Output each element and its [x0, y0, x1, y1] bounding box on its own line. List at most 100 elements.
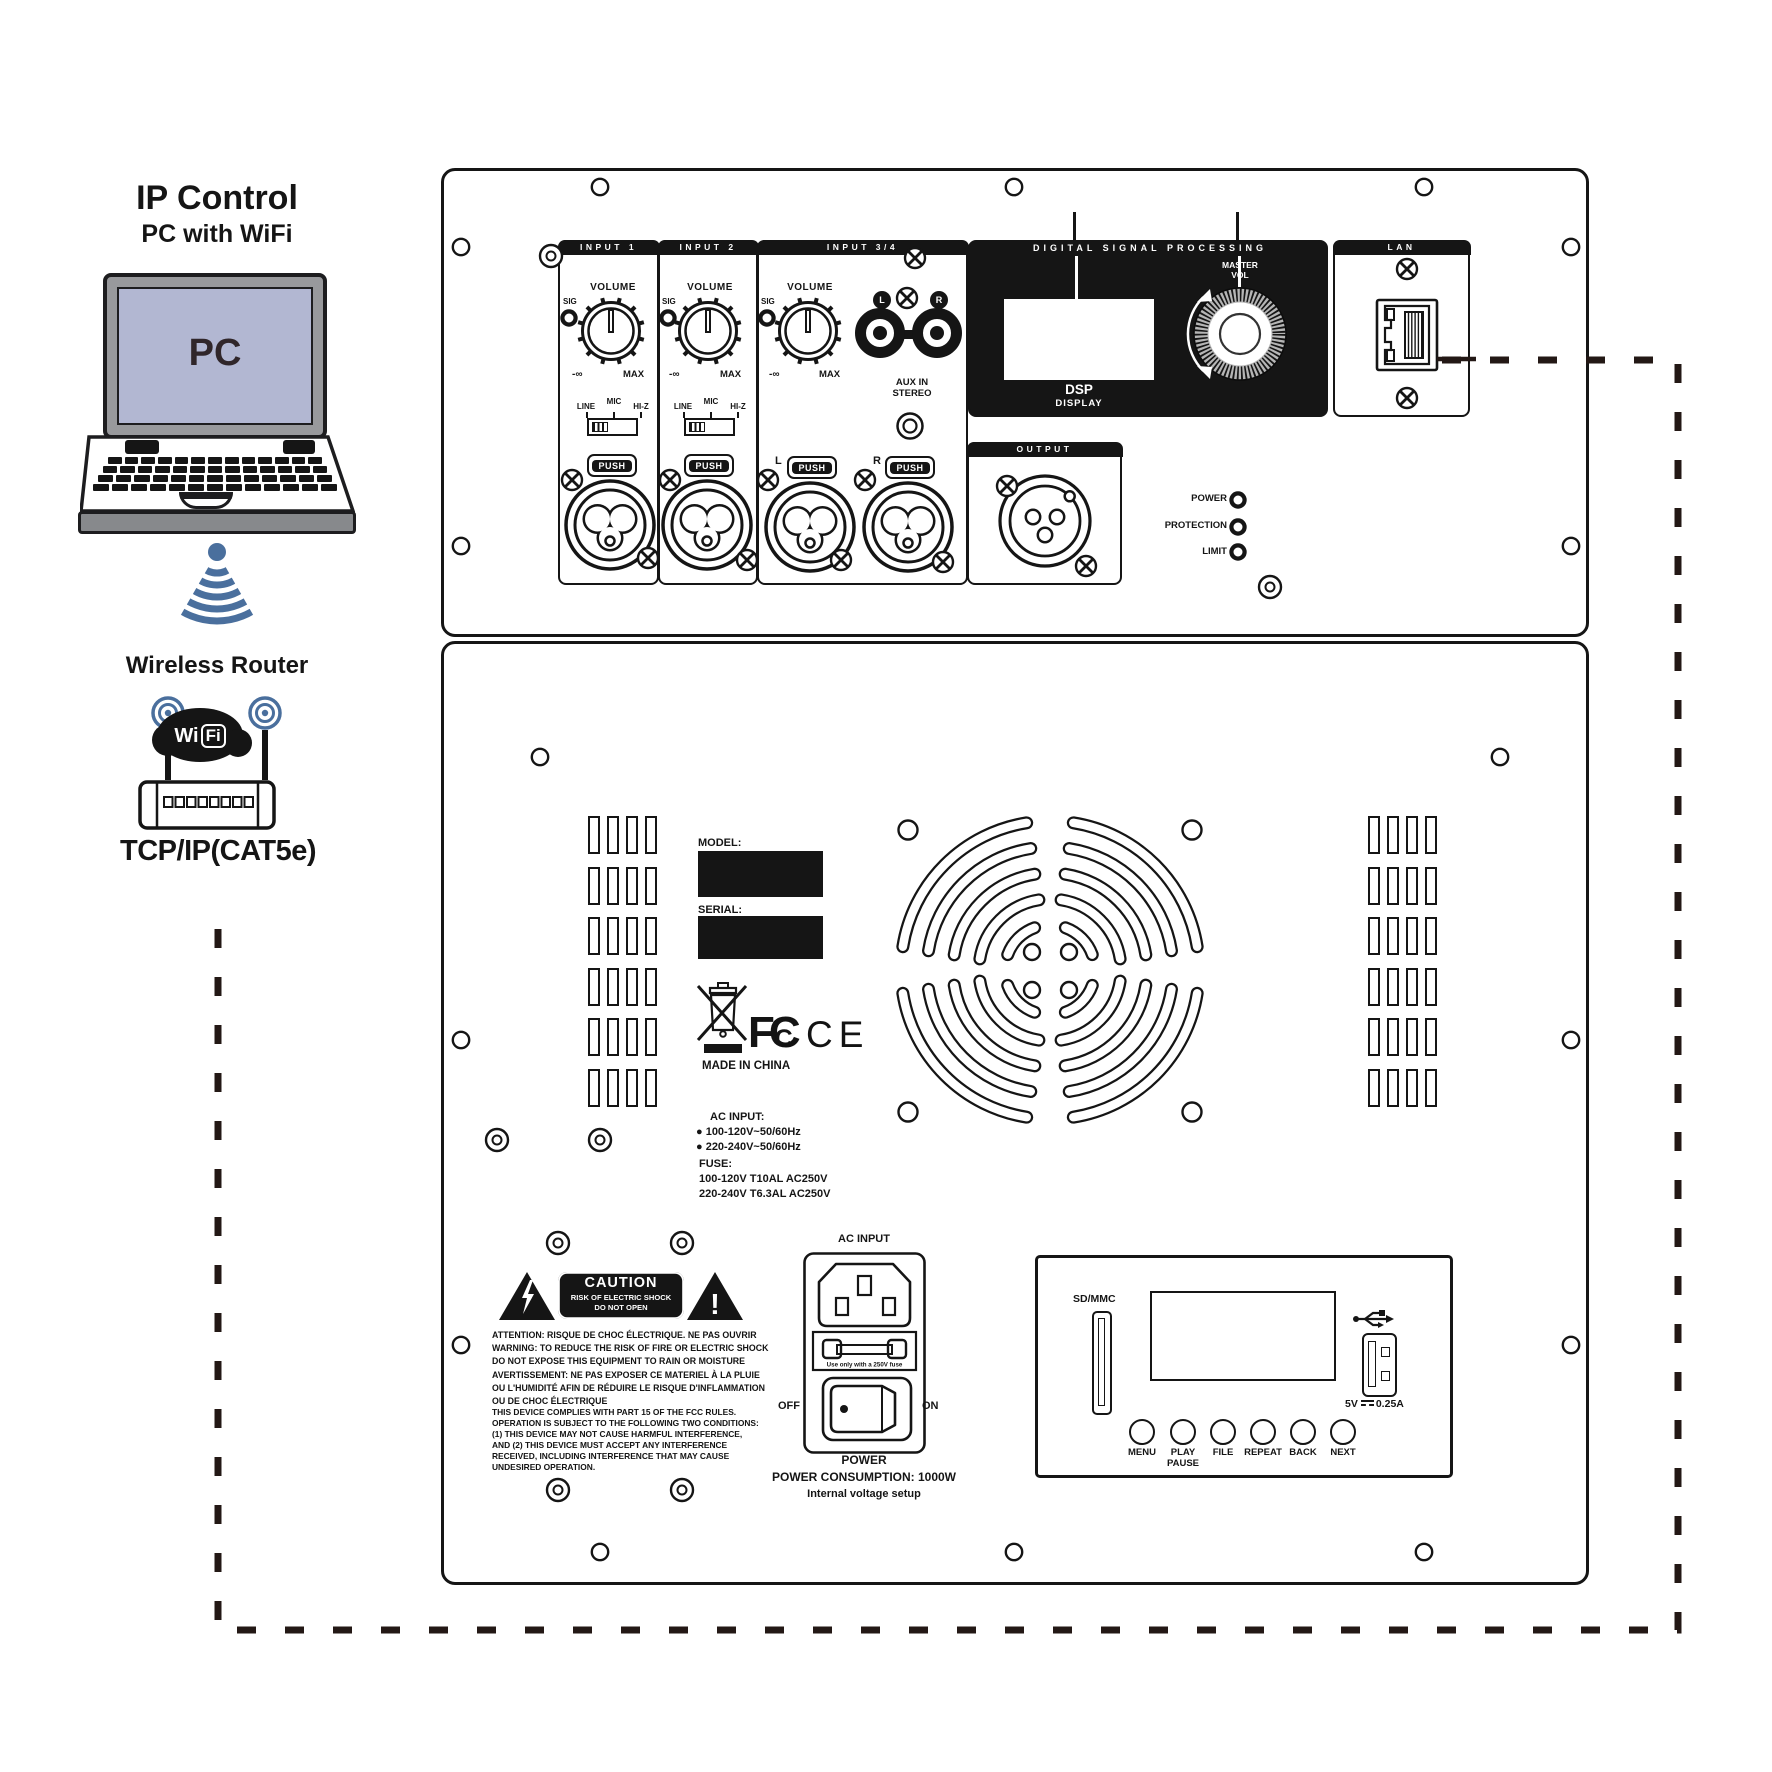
vent-slot [645, 816, 657, 854]
laptop-base [78, 511, 356, 534]
vent-slot [1406, 1068, 1418, 1107]
input1-mic-label: MIC [606, 397, 622, 406]
input1-min-label: -∞ [572, 369, 583, 380]
menu-button-label: MENU [1128, 1447, 1156, 1458]
model-value-box [698, 851, 823, 897]
phillips-screw [995, 474, 1019, 498]
dsp-header: DIGITAL SIGNAL PROCESSING [1032, 243, 1268, 253]
lan-section: LAN [1332, 239, 1471, 417]
vent-slot [1425, 816, 1437, 854]
caution-box: CAUTION RISK OF ELECTRIC SHOCK DO NOT OP… [558, 1272, 684, 1319]
screw [1257, 574, 1283, 600]
file-button [1210, 1419, 1236, 1445]
fcc-c2: C [774, 1025, 793, 1053]
file-button-label: FILE [1212, 1447, 1234, 1458]
exclamation-glyph: ! [710, 1289, 720, 1321]
screw-hole [451, 1030, 471, 1050]
usb-icon [1353, 1310, 1394, 1328]
vent-slots-right [1368, 816, 1438, 1108]
vent-slots-left [588, 816, 658, 1108]
rca-jack [861, 314, 900, 353]
laptop-body [80, 435, 355, 513]
input1-hiz-label: HI-Z [633, 402, 649, 411]
play-button-label: PLAY [1170, 1447, 1196, 1458]
play-pause-button [1170, 1419, 1196, 1445]
rca-connecting-bar [882, 330, 939, 339]
vent-slot [626, 1018, 638, 1056]
vent-slot [1368, 1018, 1380, 1056]
power-off-label: OFF [778, 1400, 800, 1412]
master-vol-label1: MASTER [1222, 260, 1258, 270]
caution-text-line: ATTENTION: RISQUE DE CHOC ÉLECTRIQUE. NE… [492, 1330, 757, 1340]
screw-hole [1414, 1542, 1434, 1562]
aux-in-label: AUX IN [895, 377, 929, 388]
exclamation-triangle-icon: ! [687, 1272, 743, 1321]
usb-amp: 0.25A [1375, 1398, 1404, 1410]
sig-led [562, 311, 575, 324]
rca-left-label: L [879, 295, 885, 305]
input2-mic-label: MIC [703, 397, 719, 406]
ip-control-title: IP Control [136, 179, 298, 217]
vent-slot [1425, 866, 1437, 905]
sig-led [760, 311, 773, 324]
vent-slot [1406, 967, 1418, 1006]
input1-max-label: MAX [623, 369, 645, 380]
fcc-mark: F C C [748, 1008, 801, 1058]
ac-input-title: AC INPUT: [710, 1111, 765, 1123]
phillips-screw [1395, 257, 1419, 281]
rca-jack [918, 314, 957, 353]
input2-header: INPUT 2 [657, 239, 759, 255]
caution-text-line: OU DE CHOC ÉLECTRIQUE [492, 1395, 608, 1406]
vent-slot [607, 917, 619, 955]
vent-slot [1406, 1018, 1418, 1056]
switch-tick [585, 412, 588, 418]
screw-hole [1004, 177, 1024, 197]
vent-slot [1387, 917, 1399, 955]
wireless-router-label: Wireless Router [125, 652, 309, 679]
power-label: POWER [841, 1453, 887, 1467]
vent-slot [1425, 1068, 1437, 1107]
vent-slot [588, 1018, 600, 1056]
ce-c: C [806, 1014, 833, 1055]
rca-left-badge: L [873, 291, 891, 309]
ce-e: E [838, 1014, 864, 1055]
vent-slot [607, 1018, 619, 1056]
screw-hole [590, 177, 610, 197]
repeat-button [1250, 1419, 1276, 1445]
xlr-left-label: L [775, 455, 782, 467]
serial-value-box [698, 916, 823, 959]
vent-slot [1387, 967, 1399, 1006]
vent-slot [1406, 917, 1418, 955]
vent-slot [607, 967, 619, 1006]
internal-voltage-note: Internal voltage setup [807, 1488, 921, 1500]
input1-volume-label: VOLUME [590, 282, 636, 293]
push-latch-label: PUSH [792, 461, 832, 474]
screw [587, 1127, 613, 1153]
vent-slot [607, 866, 619, 905]
switch-tick [736, 412, 739, 418]
input3-push-latch: PUSH [787, 456, 837, 479]
vent-slot [588, 917, 600, 955]
status-led [1231, 520, 1244, 533]
vent-slot [1368, 917, 1380, 955]
ac-input-line1: ● 100-120V~50/60Hz [696, 1126, 801, 1138]
back-button [1290, 1419, 1316, 1445]
media-display-screen [1150, 1291, 1336, 1381]
repeat-button-label: REPEAT [1244, 1447, 1282, 1458]
sd-card-slot [1092, 1311, 1112, 1415]
menu-button [1129, 1419, 1155, 1445]
caution-paragraph-3: THIS DEVICE COMPLIES WITH PART 15 OF THE… [492, 1407, 776, 1472]
switch-tick [639, 412, 642, 418]
leader-line [1075, 256, 1078, 299]
input2-max-label: MAX [720, 369, 742, 380]
vent-slot [1406, 866, 1418, 905]
wifi-signal-icon [179, 543, 255, 625]
caution-text-line: OPERATION IS SUBJECT TO THE FOLLOWING TW… [492, 1417, 759, 1428]
caution-text-line: THIS DEVICE COMPLIES WITH PART 15 OF THE… [492, 1407, 737, 1417]
pc-screen-label: PC [188, 332, 242, 374]
input2-volume-label: VOLUME [687, 282, 733, 293]
dc-symbol [1360, 1400, 1374, 1408]
dsp-display-label1: DSP [1065, 382, 1093, 397]
